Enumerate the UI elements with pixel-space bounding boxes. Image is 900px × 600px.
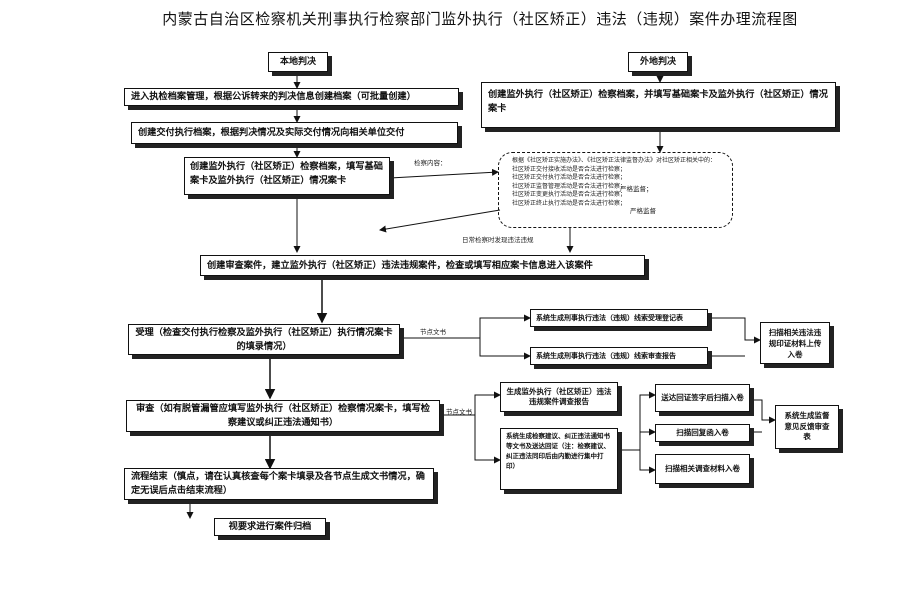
scan-evidence: 扫描相关违法违规印证材料上传入卷 [760, 322, 830, 364]
daily-note: 日常检察时发现违法违规 [462, 236, 534, 244]
step-close: 流程结束（慎点，请在认真核查每个案卡填录及各节点生成文书情况，确定无误后点击结束… [124, 468, 434, 500]
arrow-to-supervision [750, 399, 776, 424]
step-accept: 受理（检查交付执行检察及监外执行（社区矫正）执行情况案卡的填录情况） [128, 324, 400, 355]
arrow-accept-branch-2 [479, 338, 531, 360]
gen-review-report: 系统生成刑事执行违法（违规）线索审查报告 [530, 347, 708, 365]
side-note-2: 严格监督 [630, 207, 656, 215]
scan-reply: 扫描回复函入卷 [655, 424, 750, 442]
step-create-delivery: 创建交付执行档案，根据判决情况及实际交付情况向相关单位交付 [131, 122, 458, 144]
side-note-1: 严格监督； [620, 185, 653, 193]
check-line: 根据《社区矫正实施办法》、《社区矫正法律监督办法》对社区矫正相关中的： [512, 157, 717, 164]
gen-supervision-form: 系统生成监督意见反馈审查表 [775, 405, 839, 449]
arrow-accept-branch [400, 314, 531, 339]
doc-note-review: 节点文书 [446, 408, 472, 416]
check-content-label: 检察内容： [414, 159, 447, 167]
step-enter-case: 进入执检档案管理，根据公诉转来的判决信息创建档案（可批量创建） [124, 88, 459, 106]
arrow-review-branch [440, 391, 501, 416]
arrow-to-scan-inv [639, 450, 656, 474]
step-create-file-local: 创建监外执行（社区矫正）检察档案，填写基础案卡及监外执行（社区矫正）情况案卡 [184, 157, 390, 195]
arrow-review-branch-2 [474, 415, 501, 464]
local-judgment-label: 本地判决 [268, 52, 328, 72]
check-content-lines: 根据《社区矫正实施办法》、《社区矫正法律监督办法》对社区矫正相关中的： 社区矫正… [512, 157, 728, 208]
gen-suggestion-docs: 系统生成检察建议、纠正违法通知书等文书及送达回证（注：检察建议、纠正违法同印后由… [500, 428, 618, 490]
check-content-box [498, 152, 733, 228]
check-line: 社区矫正终止执行活动是否合法进行检察； [512, 199, 627, 207]
doc-note-accept: 节点文书 [420, 328, 446, 336]
check-line: 社区矫正交付接收活动是否合法进行检察； [512, 165, 627, 173]
step-review: 审查（如有脱管漏管应填写监外执行（社区矫正）检察情况案卡，填写检察建议或纠正违法… [126, 400, 440, 432]
scan-receipt: 送达回证签字后扫描入卷 [655, 384, 750, 412]
check-line: 社区矫正监督管理活动是否合法进行检察； [512, 182, 627, 190]
gen-accept-register: 系统生成刑事执行违法（违规）线索受理登记表 [530, 309, 708, 327]
step-archive: 视要求进行案件归档 [214, 518, 326, 536]
scan-investigation: 扫描相关调查材料入卷 [655, 454, 750, 484]
arrow-to-scan-evidence [708, 317, 761, 344]
gen-investigation-report: 生成监外执行（社区矫正）违法违规案件调查报告 [500, 382, 618, 412]
check-line: 社区矫正变更执行活动是否合法进行检察； [512, 191, 627, 198]
arrow-daily [379, 209, 501, 233]
arrow-to-check [389, 168, 499, 179]
step-create-file-remote: 创建监外执行（社区矫正）检察档案，并填写基础案卡及监外执行（社区矫正）情况案卡 [481, 82, 836, 128]
remote-judgment-label: 外地判决 [628, 52, 688, 72]
step-create-review: 创建审查案件，建立监外执行（社区矫正）违法违规案件，检查或填写相应案卡信息进入该… [200, 255, 645, 276]
diagram-title: 内蒙古自治区检察机关刑事执行检察部门监外执行（社区矫正）违法（违规）案件办理流程… [162, 10, 798, 28]
check-line: 社区矫正交付执行活动是否合法进行检察； [512, 174, 627, 181]
arrow-to-scan-items [618, 391, 656, 451]
